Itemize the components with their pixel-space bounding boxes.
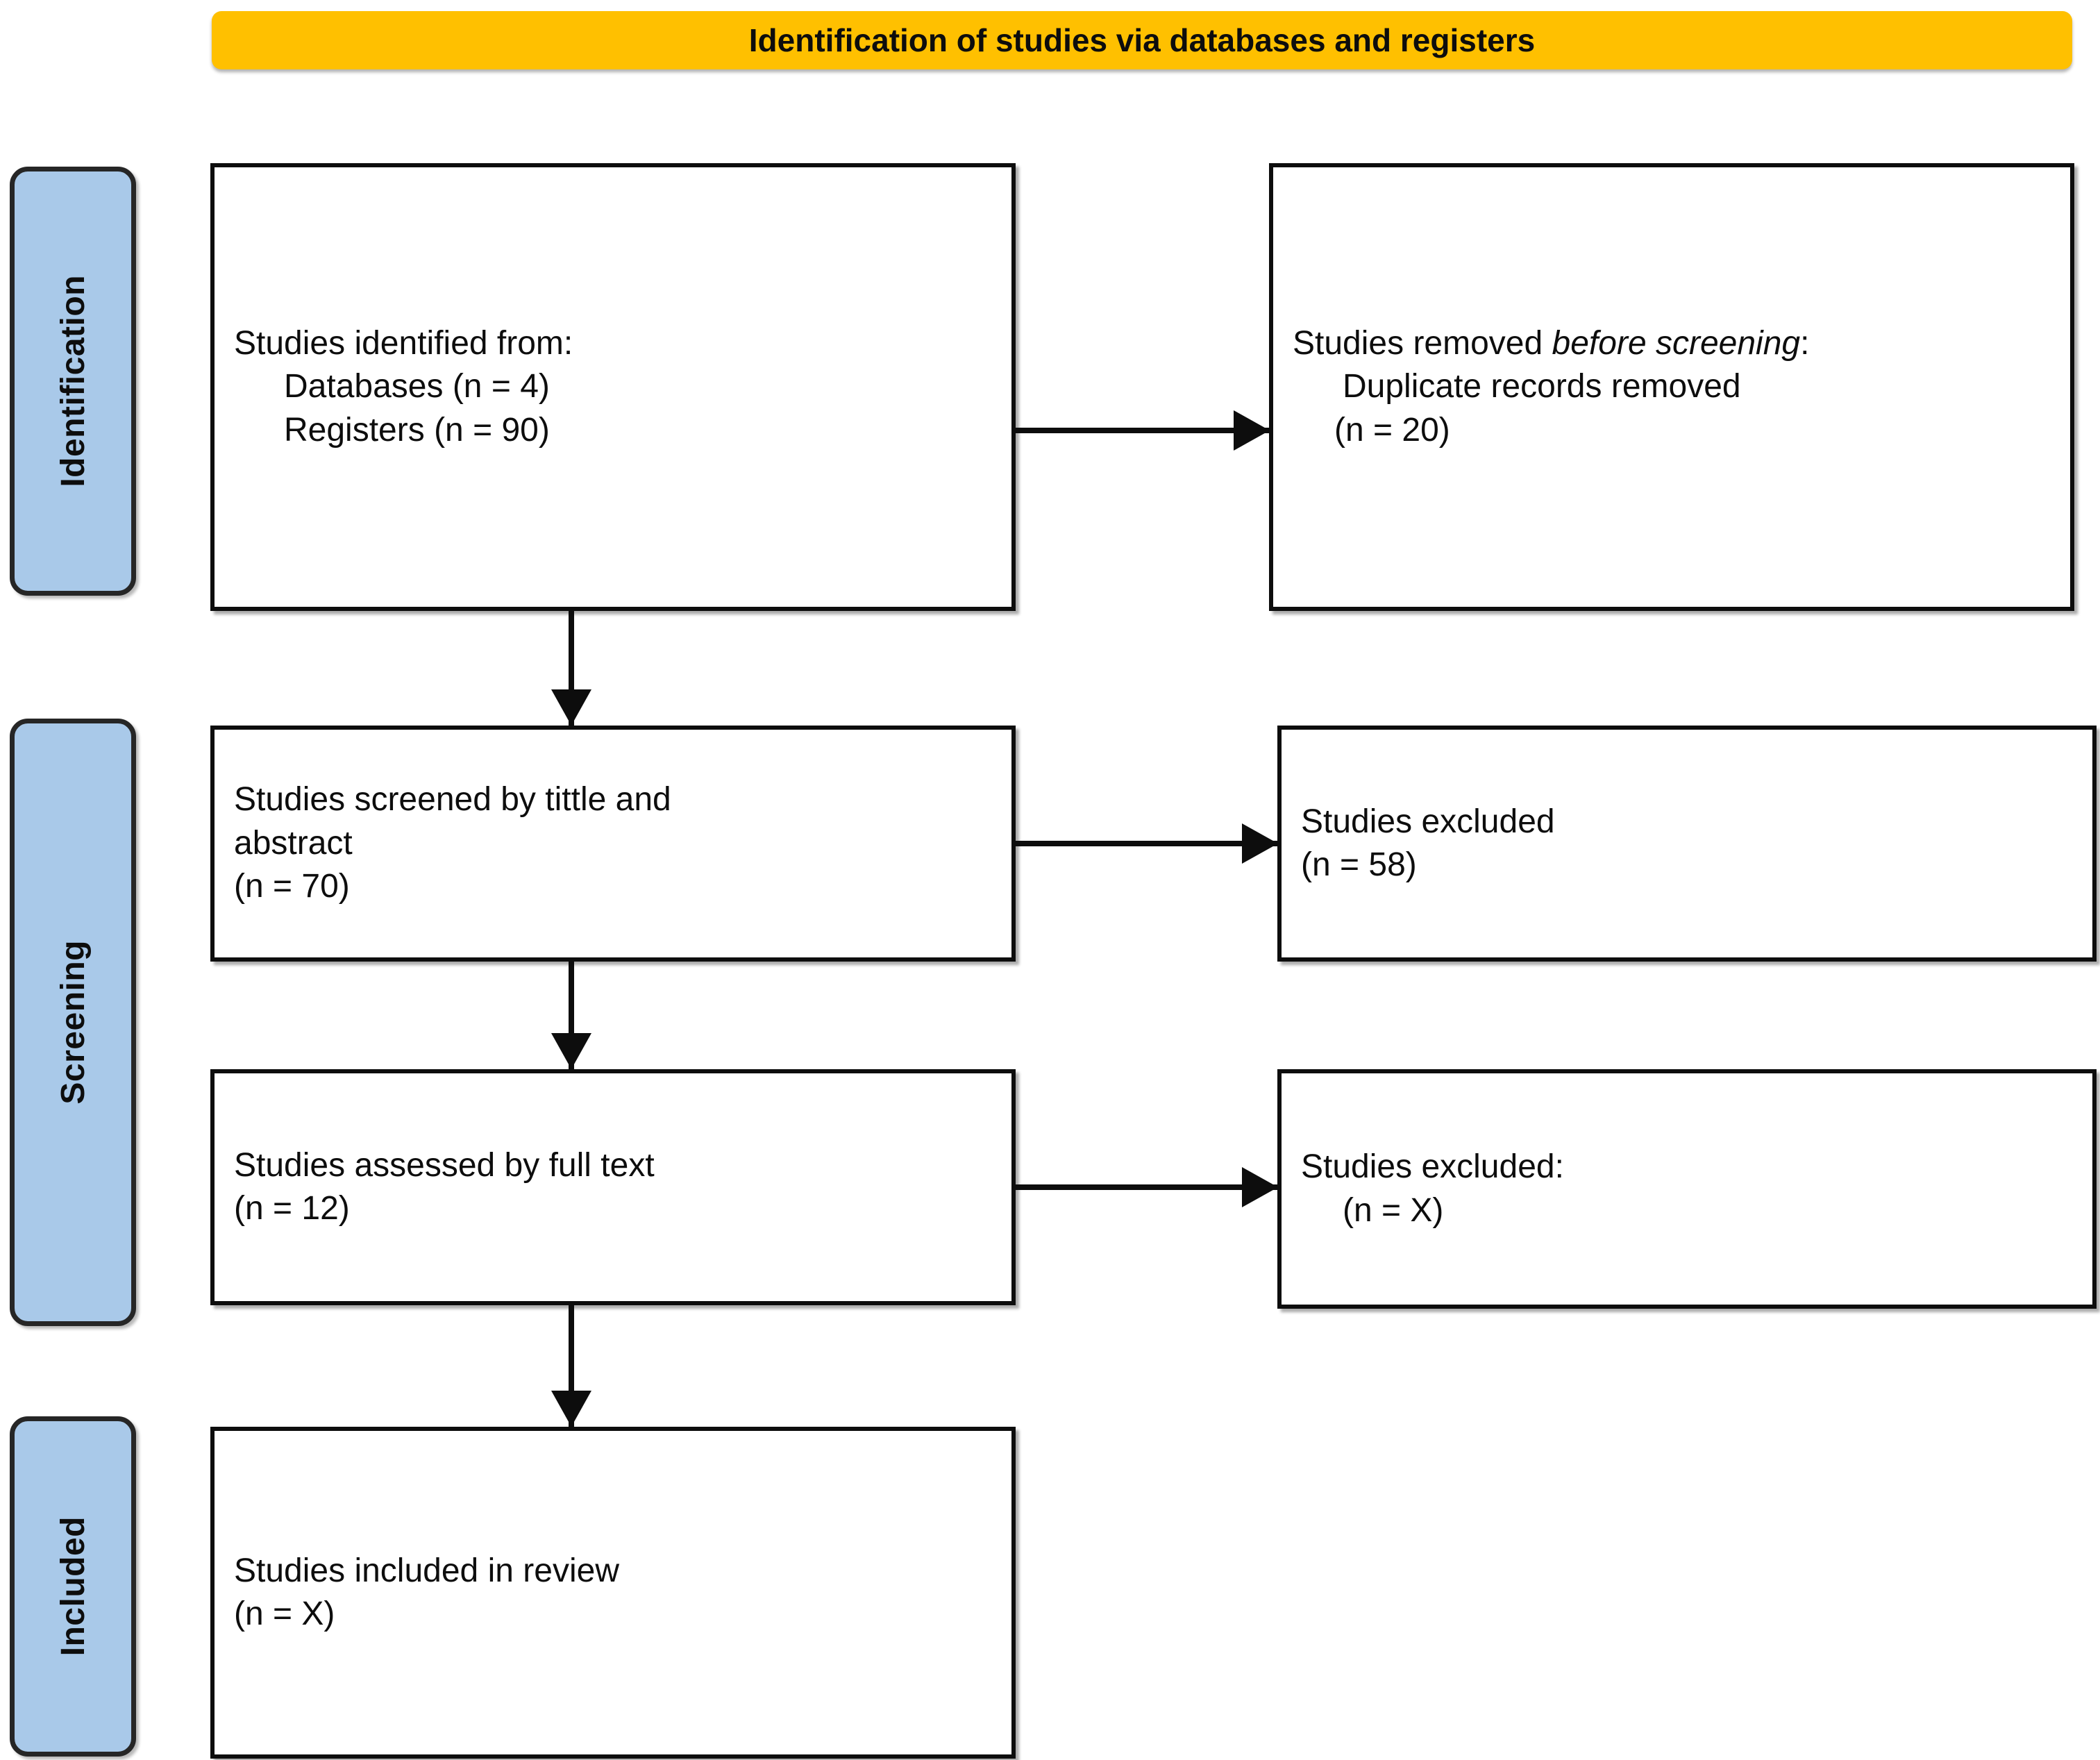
studies-removed-heading-italic: before screening (1552, 324, 1801, 362)
arrow-shaft (569, 1305, 574, 1427)
arrow-head-icon (1242, 1167, 1278, 1207)
arrow-head-icon (551, 1033, 591, 1069)
studies-assessed-count: (n = 12) (234, 1190, 350, 1227)
stage-label-screening-text: Screening (54, 940, 92, 1105)
studies-assessed-label: Studies assessed by full text (234, 1146, 655, 1184)
node-studies-included-text: Studies included in review (n = X) (215, 1550, 1011, 1636)
node-studies-assessed-full-text-text: Studies assessed by full text (n = 12) (215, 1144, 1011, 1231)
arrow-fulltext-to-excluded (1016, 1146, 1278, 1229)
studies-identified-databases: Databases (n = 4) (284, 368, 550, 405)
arrow-screened-to-excluded (1016, 802, 1278, 885)
node-studies-included-in-review: Studies included in review (n = X) (210, 1427, 1016, 1759)
arrow-shaft (1016, 841, 1278, 846)
studies-excluded-screening-count: (n = 58) (1301, 846, 1417, 883)
arrow-shaft (569, 611, 574, 726)
studies-identified-line-1: Studies identified from: (234, 324, 573, 362)
arrow-identified-to-removed (1016, 389, 1270, 472)
node-studies-excluded-full-text-text: Studies excluded: (n = X) (1282, 1146, 2092, 1232)
node-studies-identified-text: Studies identified from: Databases (n = … (215, 322, 1011, 452)
node-studies-screened: Studies screened by tittle and abstract … (210, 726, 1016, 962)
node-studies-removed-before-screening: Studies removed before screening: Duplic… (1269, 163, 2074, 611)
stage-label-included: Included (10, 1416, 136, 1757)
studies-removed-heading-colon: : (1800, 324, 1810, 362)
studies-screened-count: (n = 70) (234, 868, 350, 905)
node-studies-excluded-full-text: Studies excluded: (n = X) (1277, 1069, 2097, 1309)
arrow-shaft (1016, 1184, 1278, 1190)
studies-screened-line-2: abstract (234, 824, 353, 862)
arrow-head-icon (1234, 410, 1270, 451)
arrow-head-icon (1242, 823, 1278, 864)
node-studies-excluded-screening-text: Studies excluded (n = 58) (1282, 801, 2092, 887)
stage-label-identification-text: Identification (54, 275, 92, 487)
studies-excluded-full-text-label: Studies excluded: (1301, 1148, 1564, 1186)
arrow-head-icon (551, 1391, 591, 1427)
node-studies-excluded-screening: Studies excluded (n = 58) (1277, 726, 2097, 962)
studies-removed-count: (n = 20) (1334, 411, 1450, 449)
studies-removed-heading-a: Studies removed (1293, 324, 1552, 362)
node-studies-assessed-full-text: Studies assessed by full text (n = 12) (210, 1069, 1016, 1305)
arrow-fulltext-to-included (530, 1305, 613, 1427)
diagram-title: Identification of studies via databases … (748, 22, 1536, 58)
arrow-screened-to-fulltext (530, 962, 613, 1069)
studies-removed-heading: Studies removed before screening: (1293, 322, 2051, 365)
diagram-header-banner: Identification of studies via databases … (212, 11, 2072, 69)
stage-label-identification: Identification (10, 167, 136, 596)
node-studies-removed-text: Studies removed before screening: Duplic… (1273, 322, 2070, 452)
studies-included-label: Studies included in review (234, 1552, 619, 1589)
studies-identified-registers: Registers (n = 90) (284, 411, 550, 449)
node-studies-screened-text: Studies screened by tittle and abstract … (215, 778, 1011, 908)
stage-label-screening: Screening (10, 719, 136, 1326)
studies-included-count: (n = X) (234, 1595, 335, 1632)
arrow-identified-to-screened (530, 611, 613, 726)
studies-excluded-full-text-count: (n = X) (1343, 1191, 1444, 1229)
studies-screened-line-1: Studies screened by tittle and (234, 781, 671, 819)
studies-excluded-screening-label: Studies excluded (1301, 803, 1555, 840)
arrow-shaft (1016, 428, 1270, 433)
arrow-shaft (569, 962, 574, 1069)
stage-label-included-text: Included (54, 1516, 92, 1657)
studies-removed-duplicates: Duplicate records removed (1343, 368, 1741, 405)
node-studies-identified: Studies identified from: Databases (n = … (210, 163, 1016, 611)
arrow-head-icon (551, 689, 591, 726)
